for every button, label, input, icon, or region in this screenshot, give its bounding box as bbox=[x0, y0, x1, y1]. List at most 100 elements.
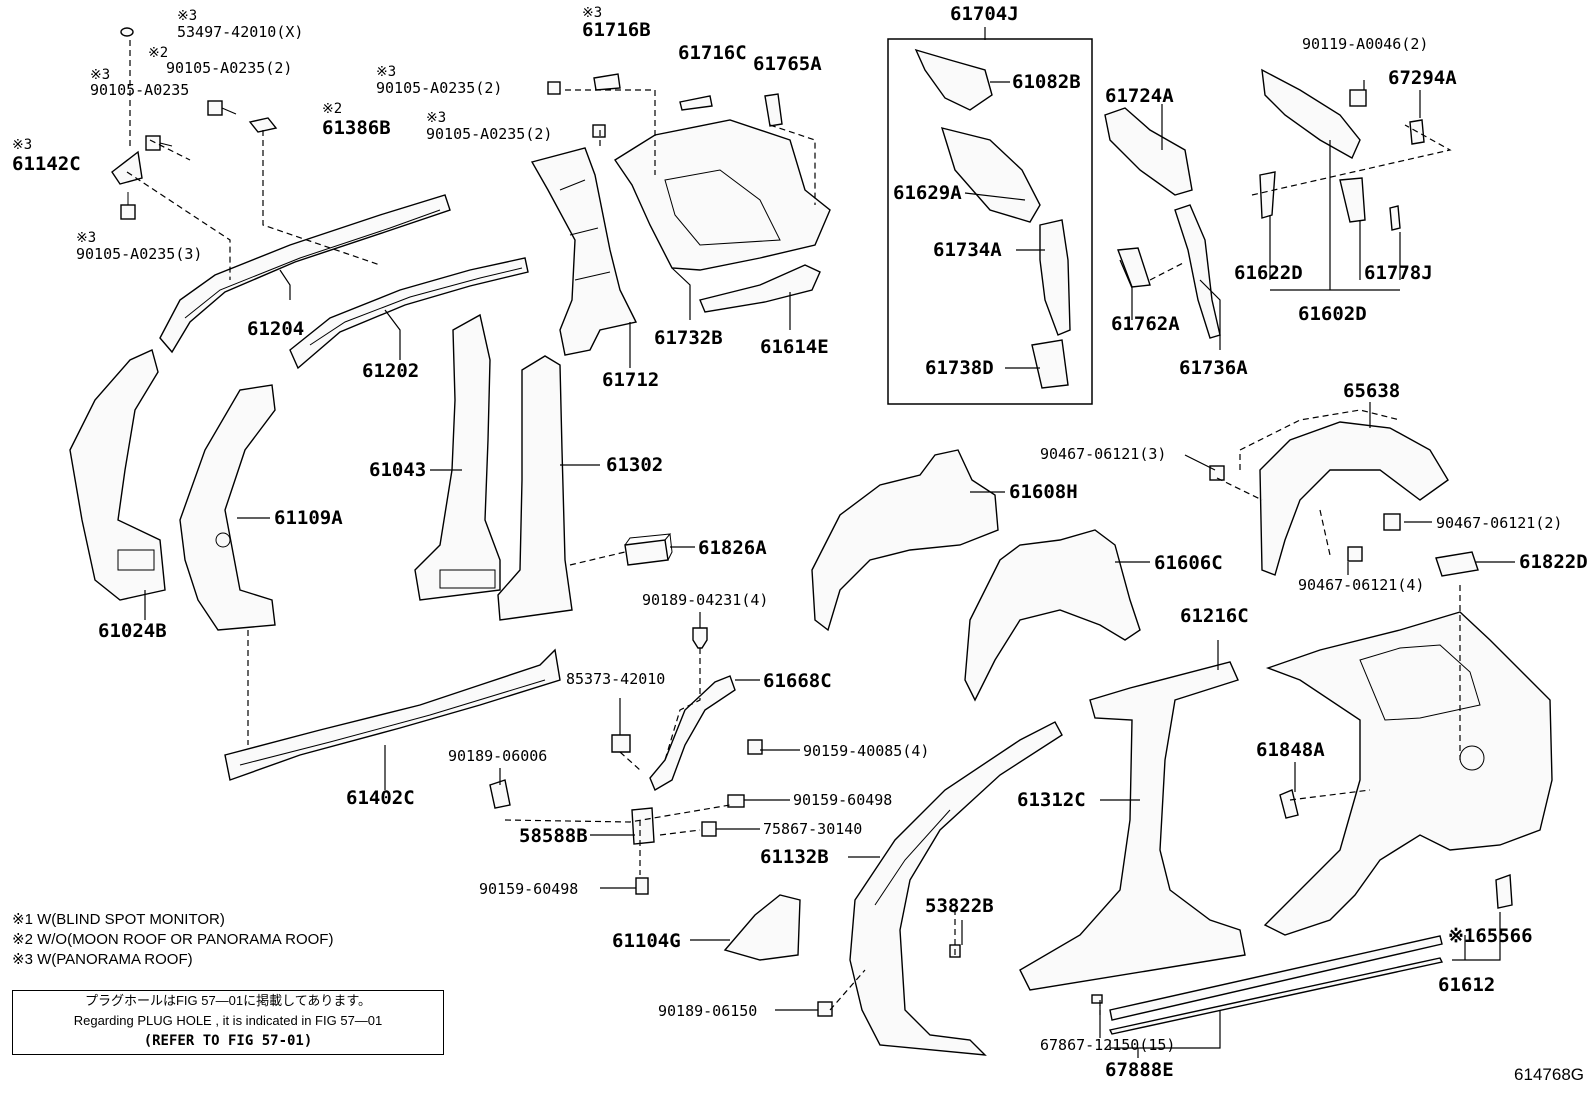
label-61312C: 61312C bbox=[1017, 789, 1086, 811]
bolt-90159-60498b bbox=[635, 877, 649, 895]
pillar-61024B bbox=[69, 349, 166, 601]
label-61704J: 61704J bbox=[950, 3, 1019, 25]
label-90189-06150: 90189-06150 bbox=[658, 1002, 757, 1020]
label-61402C: 61402C bbox=[346, 787, 415, 809]
label-61762A: 61762A bbox=[1111, 313, 1180, 335]
label-90105-A0235-3: 90105-A0235(3) bbox=[76, 245, 202, 263]
sensor-65566 bbox=[1495, 874, 1513, 909]
dashed-connectors bbox=[126, 40, 1461, 1015]
label-90467-06121-3: 90467-06121(3) bbox=[1040, 445, 1166, 463]
label-90159-60498-a: 90159-60498 bbox=[793, 791, 892, 809]
bolt-90159-60498a bbox=[727, 794, 745, 808]
part-61602D bbox=[1259, 68, 1401, 231]
label-75867-30140: 75867-30140 bbox=[763, 820, 862, 838]
label-61716B: 61716B bbox=[582, 19, 651, 41]
label-61216C: 61216C bbox=[1180, 605, 1249, 627]
footnotes: ※1 W(BLIND SPOT MONITOR) ※2 W/O(MOON ROO… bbox=[12, 910, 333, 970]
assembly-61704J-box bbox=[887, 38, 1093, 405]
pad-61826A bbox=[624, 533, 673, 566]
label-90189-06006: 90189-06006 bbox=[448, 747, 547, 765]
label-53822B: 53822B bbox=[925, 895, 994, 917]
panel-61614E bbox=[699, 264, 821, 313]
part-labels: ※3 53497-42010(X) ※3 61716B 61716C 61765… bbox=[12, 3, 1588, 1081]
label-61202: 61202 bbox=[362, 360, 419, 382]
label-85373-42010: 85373-42010 bbox=[566, 670, 665, 688]
bracket-58588B bbox=[631, 807, 655, 845]
label-90467-06121-2: 90467-06121(2) bbox=[1436, 514, 1562, 532]
mark-3-61142C: ※3 bbox=[12, 137, 32, 153]
part-61762A bbox=[1117, 247, 1151, 288]
bolt-90119 bbox=[1349, 89, 1367, 107]
label-61734A: 61734A bbox=[933, 239, 1002, 261]
label-61822D: 61822D bbox=[1519, 551, 1588, 573]
label-90105-A0235-2-mid: 90105-A0235(2) bbox=[376, 79, 502, 97]
label-90105-A0235-2-low: 90105-A0235(2) bbox=[426, 125, 552, 143]
mark-3-61716B: ※3 bbox=[582, 5, 602, 21]
mark-3-90105-mid: ※3 bbox=[376, 64, 396, 80]
bolt-90105-low bbox=[120, 192, 136, 220]
gusset-61104G bbox=[723, 894, 801, 961]
label-61712: 61712 bbox=[602, 369, 659, 391]
molding-67888E bbox=[1108, 935, 1444, 1035]
notice-english: Regarding PLUG HOLE , it is indicated in… bbox=[73, 1013, 383, 1028]
label-90105-A0235-2-top: 90105-A0235(2) bbox=[166, 59, 292, 77]
label-61104G: 61104G bbox=[612, 930, 681, 952]
clip-53497 bbox=[120, 27, 134, 37]
footnote-1: ※1 W(BLIND SPOT MONITOR) bbox=[12, 911, 225, 928]
screw-90189-06150 bbox=[817, 1001, 833, 1017]
label-61386B: 61386B bbox=[322, 117, 391, 139]
pillar-61712 bbox=[530, 147, 638, 356]
nut-90467-2 bbox=[1383, 513, 1401, 531]
leader-lines bbox=[144, 27, 1515, 1058]
footnote-3: ※3 W(PANORAMA ROOF) bbox=[12, 951, 193, 968]
label-61142C: 61142C bbox=[12, 153, 81, 175]
label-90159-60498-b: 90159-60498 bbox=[479, 880, 578, 898]
clip-67867 bbox=[1091, 994, 1103, 1004]
label-61614E: 61614E bbox=[760, 336, 829, 358]
plug-hole-notice: プラグホールはFIG 57—01に掲載してあります。 Regarding PLU… bbox=[12, 990, 444, 1055]
label-61109A: 61109A bbox=[274, 507, 343, 529]
label-90105-A0235-left: 90105-A0235 bbox=[90, 81, 189, 99]
label-165566: ※165566 bbox=[1448, 925, 1533, 947]
label-61204: 61204 bbox=[247, 318, 304, 340]
label-67888E: 67888E bbox=[1105, 1059, 1174, 1081]
liner-65638 bbox=[1239, 409, 1449, 576]
notice-refer: (REFER TO FIG 57-01) bbox=[143, 1033, 313, 1049]
pillar-61109A bbox=[179, 384, 276, 631]
label-58588B: 58588B bbox=[519, 825, 588, 847]
label-61302: 61302 bbox=[606, 454, 663, 476]
label-61622D: 61622D bbox=[1234, 262, 1303, 284]
label-61716C: 61716C bbox=[678, 42, 747, 64]
label-61629A: 61629A bbox=[893, 182, 962, 204]
mark-2-61386B: ※2 bbox=[322, 101, 342, 117]
label-61606C: 61606C bbox=[1154, 552, 1223, 574]
mark-3-53497: ※3 bbox=[177, 8, 197, 24]
label-61724A: 61724A bbox=[1105, 85, 1174, 107]
label-90159-40085-4: 90159-40085(4) bbox=[803, 742, 929, 760]
label-61132B: 61132B bbox=[760, 846, 829, 868]
label-61848A: 61848A bbox=[1256, 739, 1325, 761]
label-53497-42010: 53497-42010(X) bbox=[177, 23, 303, 41]
bolt-90105-top bbox=[207, 100, 237, 116]
part-61724A bbox=[1104, 107, 1193, 196]
bolt-90105-low2 bbox=[592, 124, 606, 138]
label-61765A: 61765A bbox=[753, 53, 822, 75]
panel-61732B bbox=[614, 119, 831, 271]
part-drawings bbox=[69, 27, 1553, 1056]
bolt-90105-mid bbox=[547, 81, 561, 95]
panel-61606C bbox=[964, 529, 1141, 702]
center-pillar-61312C bbox=[1019, 661, 1246, 991]
label-61778J: 61778J bbox=[1364, 262, 1433, 284]
notice-japanese: プラグホールはFIG 57—01に掲載してあります。 bbox=[84, 993, 372, 1008]
figure-number: 614768G bbox=[1514, 1065, 1584, 1084]
label-61602D: 61602D bbox=[1298, 303, 1367, 325]
screw-90159-40085 bbox=[747, 739, 763, 755]
bolt-90105-left bbox=[145, 135, 173, 151]
mark-3-90105-low: ※3 bbox=[426, 110, 446, 126]
side-outer-61132B bbox=[849, 721, 1063, 1056]
label-61043: 61043 bbox=[369, 459, 426, 481]
mark-3-90105-left: ※3 bbox=[90, 67, 110, 83]
label-61732B: 61732B bbox=[654, 327, 723, 349]
label-61736A: 61736A bbox=[1179, 357, 1248, 379]
